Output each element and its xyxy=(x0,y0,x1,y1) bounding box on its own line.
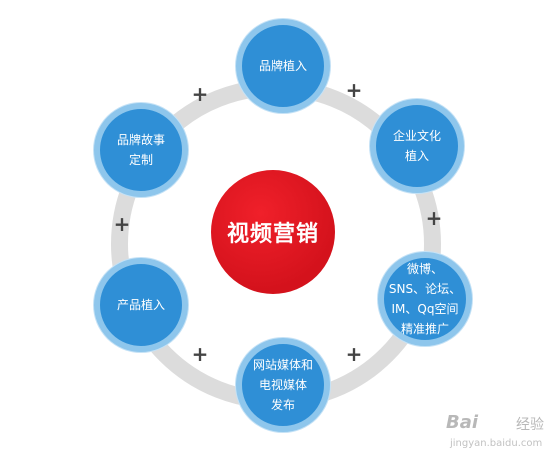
center-label: 视频营销 xyxy=(226,222,319,247)
node-label: 品牌故事 定制 xyxy=(116,133,165,167)
center-circle: 视频营销 xyxy=(211,170,335,294)
node-label: 产品植入 xyxy=(116,298,165,312)
plus-connector: + xyxy=(345,78,363,102)
node-label: 企业文化 植入 xyxy=(392,129,441,163)
watermark-suffix: 经验 xyxy=(516,417,544,433)
baidu-watermark: Bai 经验 jingyan.baidu.com xyxy=(428,408,553,458)
node-product-placement: 产品植入 xyxy=(94,258,188,352)
node-label: 品牌植入 xyxy=(258,59,307,73)
watermark-brand: Bai xyxy=(446,412,479,433)
plus-connector: + xyxy=(113,212,131,236)
node-label: 微博、 SNS、论坛、 IM、Qq空间 精准推广 xyxy=(388,262,462,336)
node-brand-placement: 品牌植入 xyxy=(236,19,330,113)
plus-connector: + xyxy=(345,342,363,366)
node-media-release: 网站媒体和 电视媒体 发布 xyxy=(236,338,330,432)
plus-connector: + xyxy=(425,206,443,230)
node-social-promotion: 微博、 SNS、论坛、 IM、Qq空间 精准推广 xyxy=(378,252,472,346)
node-label: 网站媒体和 电视媒体 发布 xyxy=(252,358,313,412)
plus-connector: + xyxy=(191,342,209,366)
node-enterprise-culture: 企业文化 植入 xyxy=(370,99,464,193)
node-brand-story: 品牌故事 定制 xyxy=(94,103,188,197)
plus-connector: + xyxy=(191,82,209,106)
watermark-url: jingyan.baidu.com xyxy=(450,438,543,449)
